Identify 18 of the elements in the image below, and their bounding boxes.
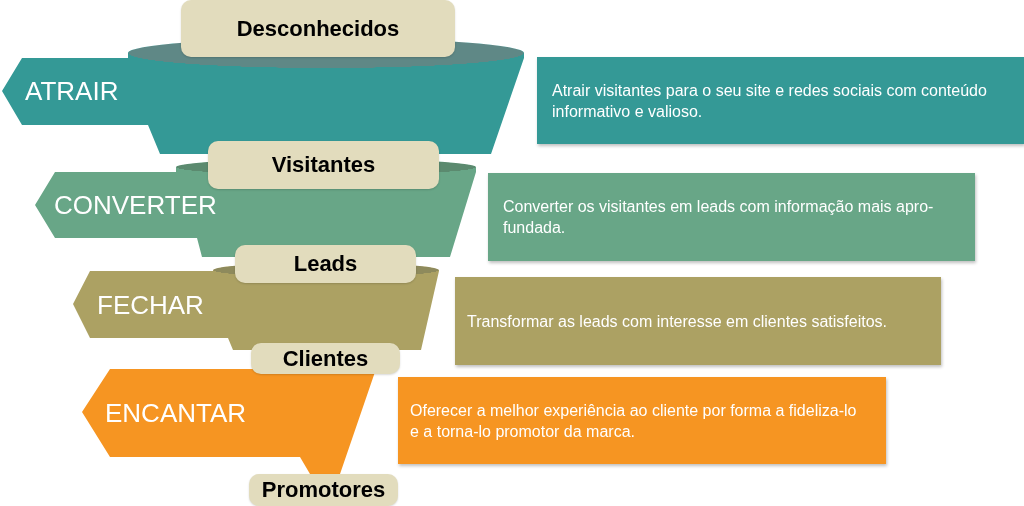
stage-tab: Desconhecidos [181,0,455,57]
description-card [398,377,886,464]
stage-label: ENCANTAR [105,400,247,426]
funnel-stage [82,369,376,474]
description-text: Transformar as leads com interesse em clientes satisfeitos. [467,311,888,332]
stage-label: FECHAR [97,292,204,318]
description-card [537,57,1024,144]
description-text: Converter os visitantes em leads com informação mais apro- fundada. [503,197,935,238]
description-card [455,277,941,365]
stage-tab: Leads [235,245,416,283]
stage-tab: Promotores [249,474,398,506]
stage-label: ATRAIR [25,78,119,104]
description-text: Oferecer a melhor experiência ao cliente por forma a fideliza-lo e a torna-lo promotor da marca. [410,400,858,442]
stage-tab: Clientes [251,343,400,374]
description-card [488,173,975,261]
description-text: Atrair visitantes para o seu site e redes sociais com conteúdo informativo e valioso. [552,80,988,122]
stage-tab: Visitantes [208,141,439,189]
stage-label: CONVERTER [54,192,217,218]
